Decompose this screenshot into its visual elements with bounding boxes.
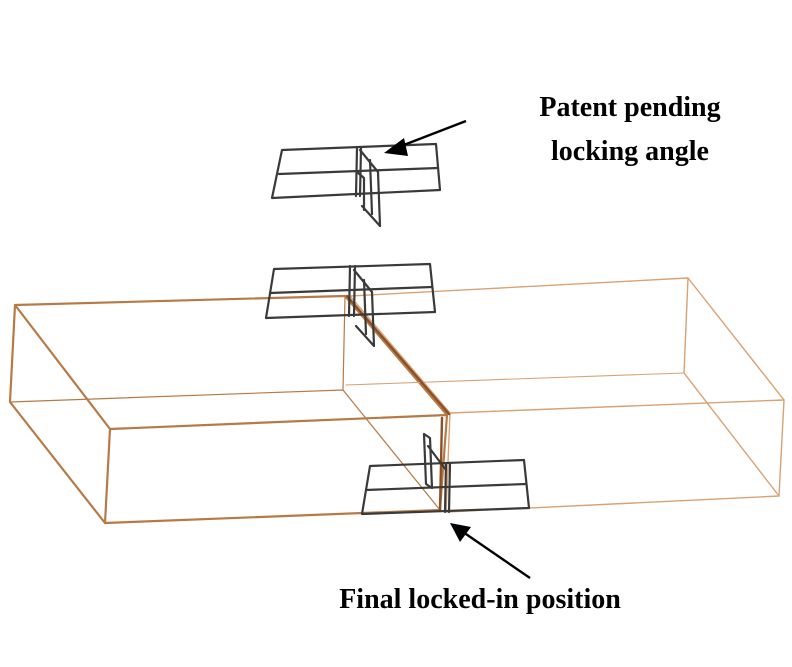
- box-seam: [345, 294, 451, 512]
- right-box-back-edge: [345, 372, 685, 386]
- locking-angle-label-line2: locking angle: [551, 136, 709, 167]
- arrow-to-locking-angle: [384, 119, 467, 156]
- locking-angle-bottom: [360, 432, 531, 516]
- locking-angle-top: [270, 142, 442, 228]
- right-box-front-face: [445, 399, 785, 513]
- right-box-top-face: [349, 277, 785, 414]
- locking-angle-label: Patent pending locking angle: [500, 86, 760, 174]
- left-box-back-edges: [9, 389, 441, 511]
- locking-angle-middle: [264, 262, 437, 348]
- final-position-label: Final locked-in position: [339, 584, 621, 615]
- left-box-back-vertical: [342, 295, 346, 391]
- left-box-left-side: [8, 303, 107, 525]
- arrow-to-locked-position: [450, 523, 531, 579]
- locking-angle-label-line1: Patent pending: [539, 92, 721, 123]
- right-box-right-side: [683, 277, 780, 497]
- left-box-front-face: [103, 413, 449, 525]
- left-box-top-face: [13, 294, 449, 431]
